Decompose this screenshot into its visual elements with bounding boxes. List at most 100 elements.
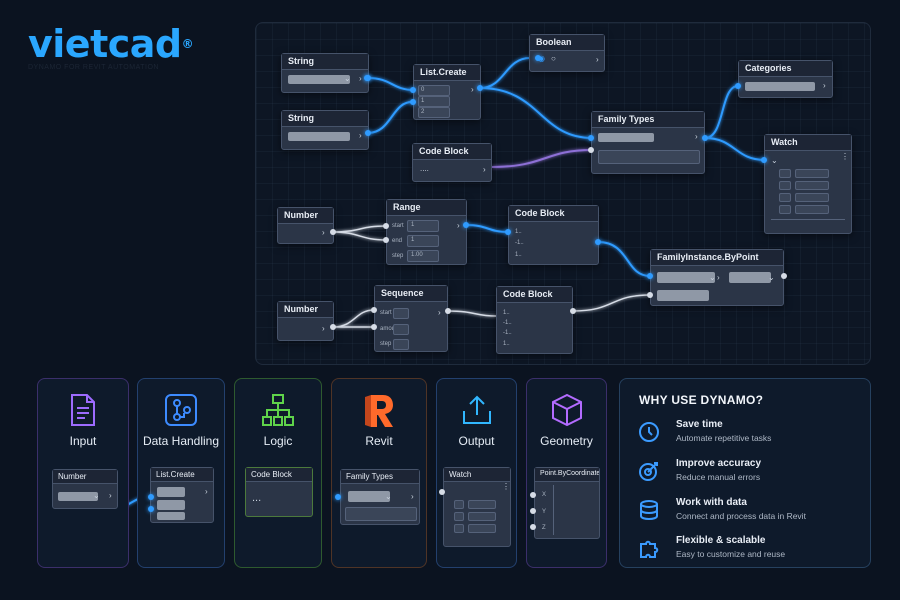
port-dot[interactable] (383, 223, 389, 229)
node-familyinstance-bypoint[interactable]: FamilyInstance.ByPoint ⌄ › ⌄ (650, 249, 784, 306)
number-input[interactable] (58, 492, 98, 501)
mini-node-family-types: Family Types ⌄ › (340, 469, 420, 525)
benefit-save-time: Save time Automate repetitive tasks (638, 417, 858, 449)
node-family-types[interactable]: Family Types › (591, 111, 705, 174)
sequence-field[interactable] (393, 324, 409, 335)
port-dot[interactable] (365, 75, 371, 81)
node-categories[interactable]: Categories › (738, 60, 833, 98)
node-range[interactable]: Range start end step 1 1 1.00 › (386, 199, 467, 265)
node-code-block-top[interactable]: Code Block .... › (412, 143, 492, 182)
brand-logo: vietcad® DYNAMO FOR REVIT AUTOMATION (28, 22, 194, 71)
port-dot[interactable] (383, 237, 389, 243)
node-code-block-mid[interactable]: Code Block 1.. -1.. 1.. (508, 205, 599, 265)
categories-dropdown[interactable] (745, 82, 815, 91)
node-boolean[interactable]: Boolean ◉ ○ › (529, 34, 605, 72)
benefit-desc: Reduce manual errors (676, 472, 761, 482)
port-dot[interactable] (530, 492, 536, 498)
node-string-2[interactable]: String › (281, 110, 369, 150)
port-dot[interactable] (365, 130, 371, 136)
card-input[interactable]: Input Number ⌄ › (37, 378, 129, 568)
node-watch[interactable]: Watch ⋮ ⌄ (764, 134, 852, 234)
watch-index (454, 512, 464, 521)
port-dot[interactable] (570, 308, 576, 314)
watch-value (795, 181, 829, 190)
port-dot[interactable] (530, 524, 536, 530)
port-dot[interactable] (330, 324, 336, 330)
node-title: Range (387, 200, 466, 216)
port-dot[interactable] (371, 324, 377, 330)
code-line[interactable]: 1.. (515, 252, 522, 258)
family-types-preview (598, 150, 700, 164)
port-dot[interactable] (647, 273, 653, 279)
range-step-field[interactable] (407, 250, 439, 262)
port-dot[interactable] (371, 307, 377, 313)
sequence-field[interactable] (393, 308, 409, 319)
card-title: Logic (263, 434, 293, 448)
port-dot[interactable] (647, 292, 653, 298)
mini-node-title: Family Types (341, 470, 419, 484)
port-dot[interactable] (535, 55, 541, 61)
port-dot[interactable] (530, 508, 536, 514)
more-icon[interactable]: ⋮ (841, 152, 849, 161)
card-revit[interactable]: Revit Family Types ⌄ › (331, 378, 427, 568)
mini-node-title: Point.ByCoordinates (535, 468, 599, 482)
port-dot[interactable] (410, 87, 416, 93)
port-dot[interactable] (595, 239, 601, 245)
card-data-handling[interactable]: Data Handling List.Create › (137, 378, 225, 568)
string-input[interactable] (288, 75, 350, 84)
card-output[interactable]: Output Watch ⋮ (436, 378, 517, 568)
port-dot[interactable] (439, 489, 445, 495)
node-title: Number (278, 302, 333, 318)
node-sequence[interactable]: Sequence start amount step › (374, 285, 448, 352)
code-line[interactable]: 1.. (515, 229, 522, 235)
node-list-create[interactable]: List.Create 0 1 2 › (413, 64, 481, 120)
watch-index (779, 181, 791, 190)
port-dot[interactable] (463, 222, 469, 228)
point-input[interactable] (729, 272, 771, 283)
card-logic[interactable]: Logic Code Block ... (234, 378, 322, 568)
sequence-field[interactable] (393, 339, 409, 350)
card-geometry[interactable]: Geometry Point.ByCoordinates X Y Z (526, 378, 607, 568)
node-number-1[interactable]: Number › (277, 207, 334, 244)
benefit-title: Improve accuracy (676, 458, 762, 469)
string-input[interactable] (288, 132, 350, 141)
chevron-down-icon: ⌄ (771, 156, 778, 165)
port-dot[interactable] (477, 85, 483, 91)
node-string-1[interactable]: String ⌄ › (281, 53, 370, 93)
revit-logo (332, 393, 426, 427)
port-dot[interactable] (335, 494, 341, 500)
node-code-block-bottom[interactable]: Code Block 1.. -1.. -1.. 1.. (496, 286, 573, 354)
code-line[interactable]: -1.. (503, 330, 512, 336)
port-dot[interactable] (445, 308, 451, 314)
port-dot[interactable] (330, 229, 336, 235)
code-text[interactable]: .... (420, 164, 429, 173)
radio-false-icon[interactable]: ○ (551, 54, 556, 63)
code-line[interactable]: 1.. (503, 310, 510, 316)
code-line[interactable]: -1.. (515, 240, 524, 246)
port-dot[interactable] (505, 229, 511, 235)
port-dot[interactable] (410, 99, 416, 105)
family-types-dropdown[interactable] (598, 133, 654, 142)
port-dot[interactable] (588, 135, 594, 141)
chevron-right-icon: › (695, 132, 698, 141)
port-dot[interactable] (148, 506, 154, 512)
radio-true-icon[interactable]: ◉ (538, 54, 545, 63)
port-dot[interactable] (148, 494, 154, 500)
family-type-input[interactable] (657, 272, 715, 283)
port-dot[interactable] (781, 273, 787, 279)
node-number-2[interactable]: Number › (277, 301, 334, 341)
chevron-right-icon: › (717, 273, 720, 282)
family-types-dropdown[interactable] (348, 491, 390, 502)
chevron-down-icon[interactable]: ⌄ (344, 74, 351, 83)
port-dot[interactable] (761, 157, 767, 163)
benefit-work-with-data: Work with data Connect and process data … (638, 495, 858, 527)
code-line[interactable]: -1.. (503, 320, 512, 326)
range-start-field[interactable] (407, 220, 439, 232)
port-dot[interactable] (735, 83, 741, 89)
level-input[interactable] (657, 290, 709, 301)
range-end-field[interactable] (407, 235, 439, 247)
code-line[interactable]: 1.. (503, 341, 510, 347)
list-item (157, 500, 185, 510)
port-dot[interactable] (588, 147, 594, 153)
port-dot[interactable] (702, 135, 708, 141)
